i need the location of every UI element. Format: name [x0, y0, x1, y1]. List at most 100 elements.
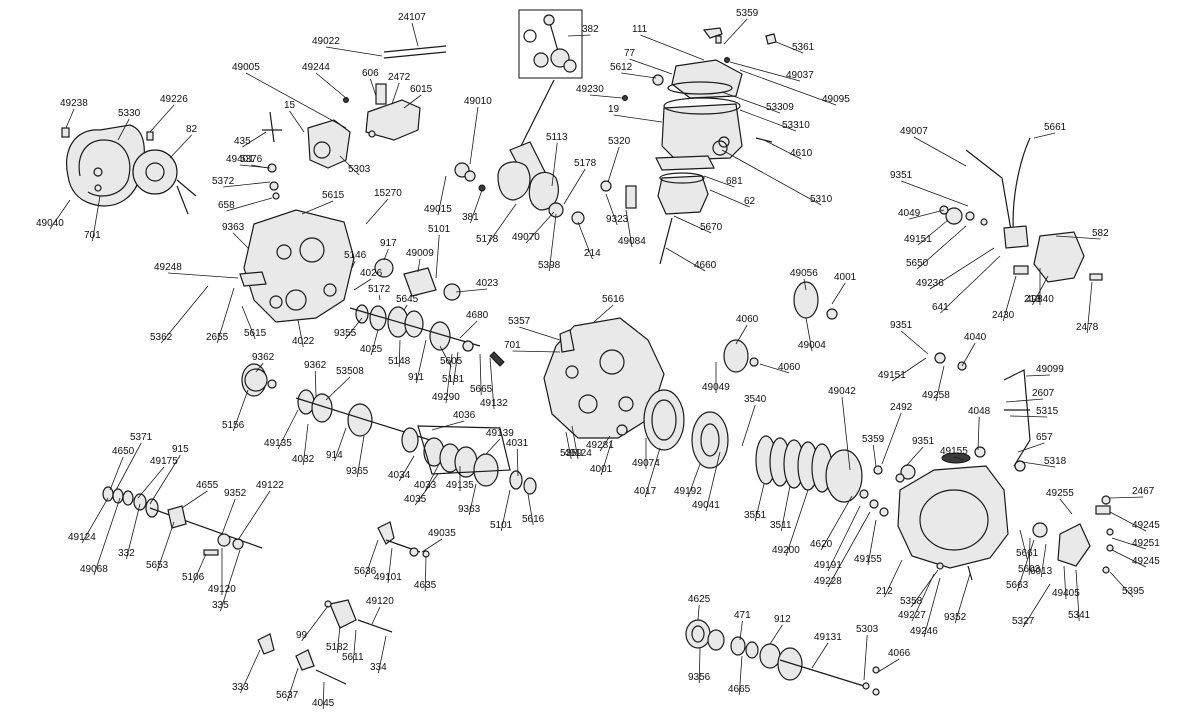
leader-line [245, 72, 347, 129]
part-number-label: 9363 [458, 504, 481, 515]
leader-line [351, 260, 356, 269]
part-number-label: 49068 [80, 564, 108, 575]
part-number-label: 6013 [1030, 566, 1053, 577]
part-number-label: 49401 [226, 154, 254, 165]
part-number-label: 49131 [814, 632, 842, 643]
part-number-label: 49074 [632, 458, 660, 469]
part-number-label: 5653 [146, 560, 169, 571]
leader-line [364, 539, 379, 578]
leader-line [1028, 537, 1031, 576]
gear-shaft-upper [349, 258, 505, 367]
leader-line [93, 497, 121, 576]
part-number-label: 915 [172, 444, 189, 455]
part-number-label: 2430 [992, 310, 1015, 321]
part-number-label: 582 [1092, 228, 1109, 239]
part-number-label: 4017 [634, 486, 657, 497]
part-number-label: 3551 [744, 510, 767, 521]
leader-line [811, 642, 829, 669]
leader-line [370, 78, 377, 97]
leader-line [705, 451, 721, 512]
leader-line [640, 34, 705, 61]
water-pump-group [939, 137, 1103, 283]
leader-line [398, 339, 401, 368]
part-number-label: 4033 [414, 480, 437, 491]
leader-line [525, 211, 555, 244]
leader-line [220, 549, 241, 612]
part-number-label: 49246 [910, 626, 938, 637]
part-number-label: 49290 [432, 392, 460, 403]
part-number-label: 49236 [916, 278, 944, 289]
leader-line [1063, 565, 1067, 600]
part-number-label: 5605 [440, 356, 463, 367]
part-number-label: 49101 [374, 572, 402, 583]
leader-line [665, 247, 706, 272]
leader-line [901, 180, 969, 207]
leader-line [1109, 511, 1147, 532]
part-number-label: 49151 [878, 370, 906, 381]
part-number-label: 49122 [256, 480, 284, 491]
leader-line [935, 365, 945, 402]
part-number-label: 5172 [368, 284, 391, 295]
part-number-label: 5357 [508, 316, 531, 327]
part-number-label: 4660 [694, 260, 717, 271]
part-number-label: 2467 [1132, 486, 1155, 497]
part-number-label: 2472 [388, 72, 411, 83]
leader-line [223, 181, 271, 188]
leader-line [371, 606, 381, 625]
leader-line [181, 490, 208, 509]
leader-line [160, 285, 209, 344]
part-number-label: 49200 [772, 545, 800, 556]
leader-line [1109, 496, 1144, 499]
leader-line [81, 497, 109, 544]
part-number-label: 5178 [574, 158, 597, 169]
part-number-label: 99 [296, 630, 308, 641]
leader-line [365, 198, 389, 225]
part-number-label: 5101 [490, 520, 513, 531]
part-number-label: 5359 [736, 8, 759, 19]
leader-line [589, 94, 623, 99]
crankshaft-group [454, 79, 585, 225]
part-number-label: 212 [876, 586, 893, 597]
part-number-label: 9352 [224, 488, 247, 499]
part-number-label: 9362 [252, 352, 275, 363]
part-number-label: 5359 [862, 434, 885, 445]
part-number-label: 49120 [366, 596, 394, 607]
part-number-label: 5645 [396, 294, 419, 305]
part-number-label: 49155 [854, 554, 882, 565]
leader-line [900, 330, 929, 355]
leader-line [435, 234, 440, 279]
leader-line [954, 573, 971, 624]
kickstart-shaft-group [685, 619, 880, 696]
leader-line [673, 215, 712, 234]
leader-line [322, 681, 325, 710]
leader-line [577, 221, 593, 260]
leader-line [117, 118, 130, 141]
leader-line [403, 94, 422, 109]
part-number-label: 5315 [1036, 406, 1059, 417]
part-number-label: 914 [326, 450, 343, 461]
leader-line [1075, 569, 1080, 622]
leader-line [455, 288, 488, 293]
part-number-label: 5327 [1012, 616, 1035, 627]
part-number-label: 82 [186, 124, 198, 135]
part-number-label: 53310 [782, 120, 810, 131]
leader-line [1059, 498, 1073, 515]
leader-line [156, 521, 175, 572]
leader-line [913, 136, 967, 167]
leader-line [421, 538, 443, 553]
leader-line [459, 320, 478, 339]
part-number-label: 5359 [560, 448, 583, 459]
part-number-label: 49124 [564, 448, 592, 459]
leader-line [607, 146, 620, 183]
leader-line [289, 110, 305, 133]
part-number-label: 5320 [608, 136, 631, 147]
leader-line [1040, 543, 1047, 578]
right-crankcase [543, 317, 665, 439]
part-number-label: 49015 [424, 204, 452, 215]
part-number-label: 5148 [388, 356, 411, 367]
leader-line [149, 104, 175, 133]
leader-line [445, 353, 453, 404]
part-number-label: 49120 [208, 584, 236, 595]
part-number-label: 9362 [304, 360, 327, 371]
leader-line [403, 304, 408, 311]
